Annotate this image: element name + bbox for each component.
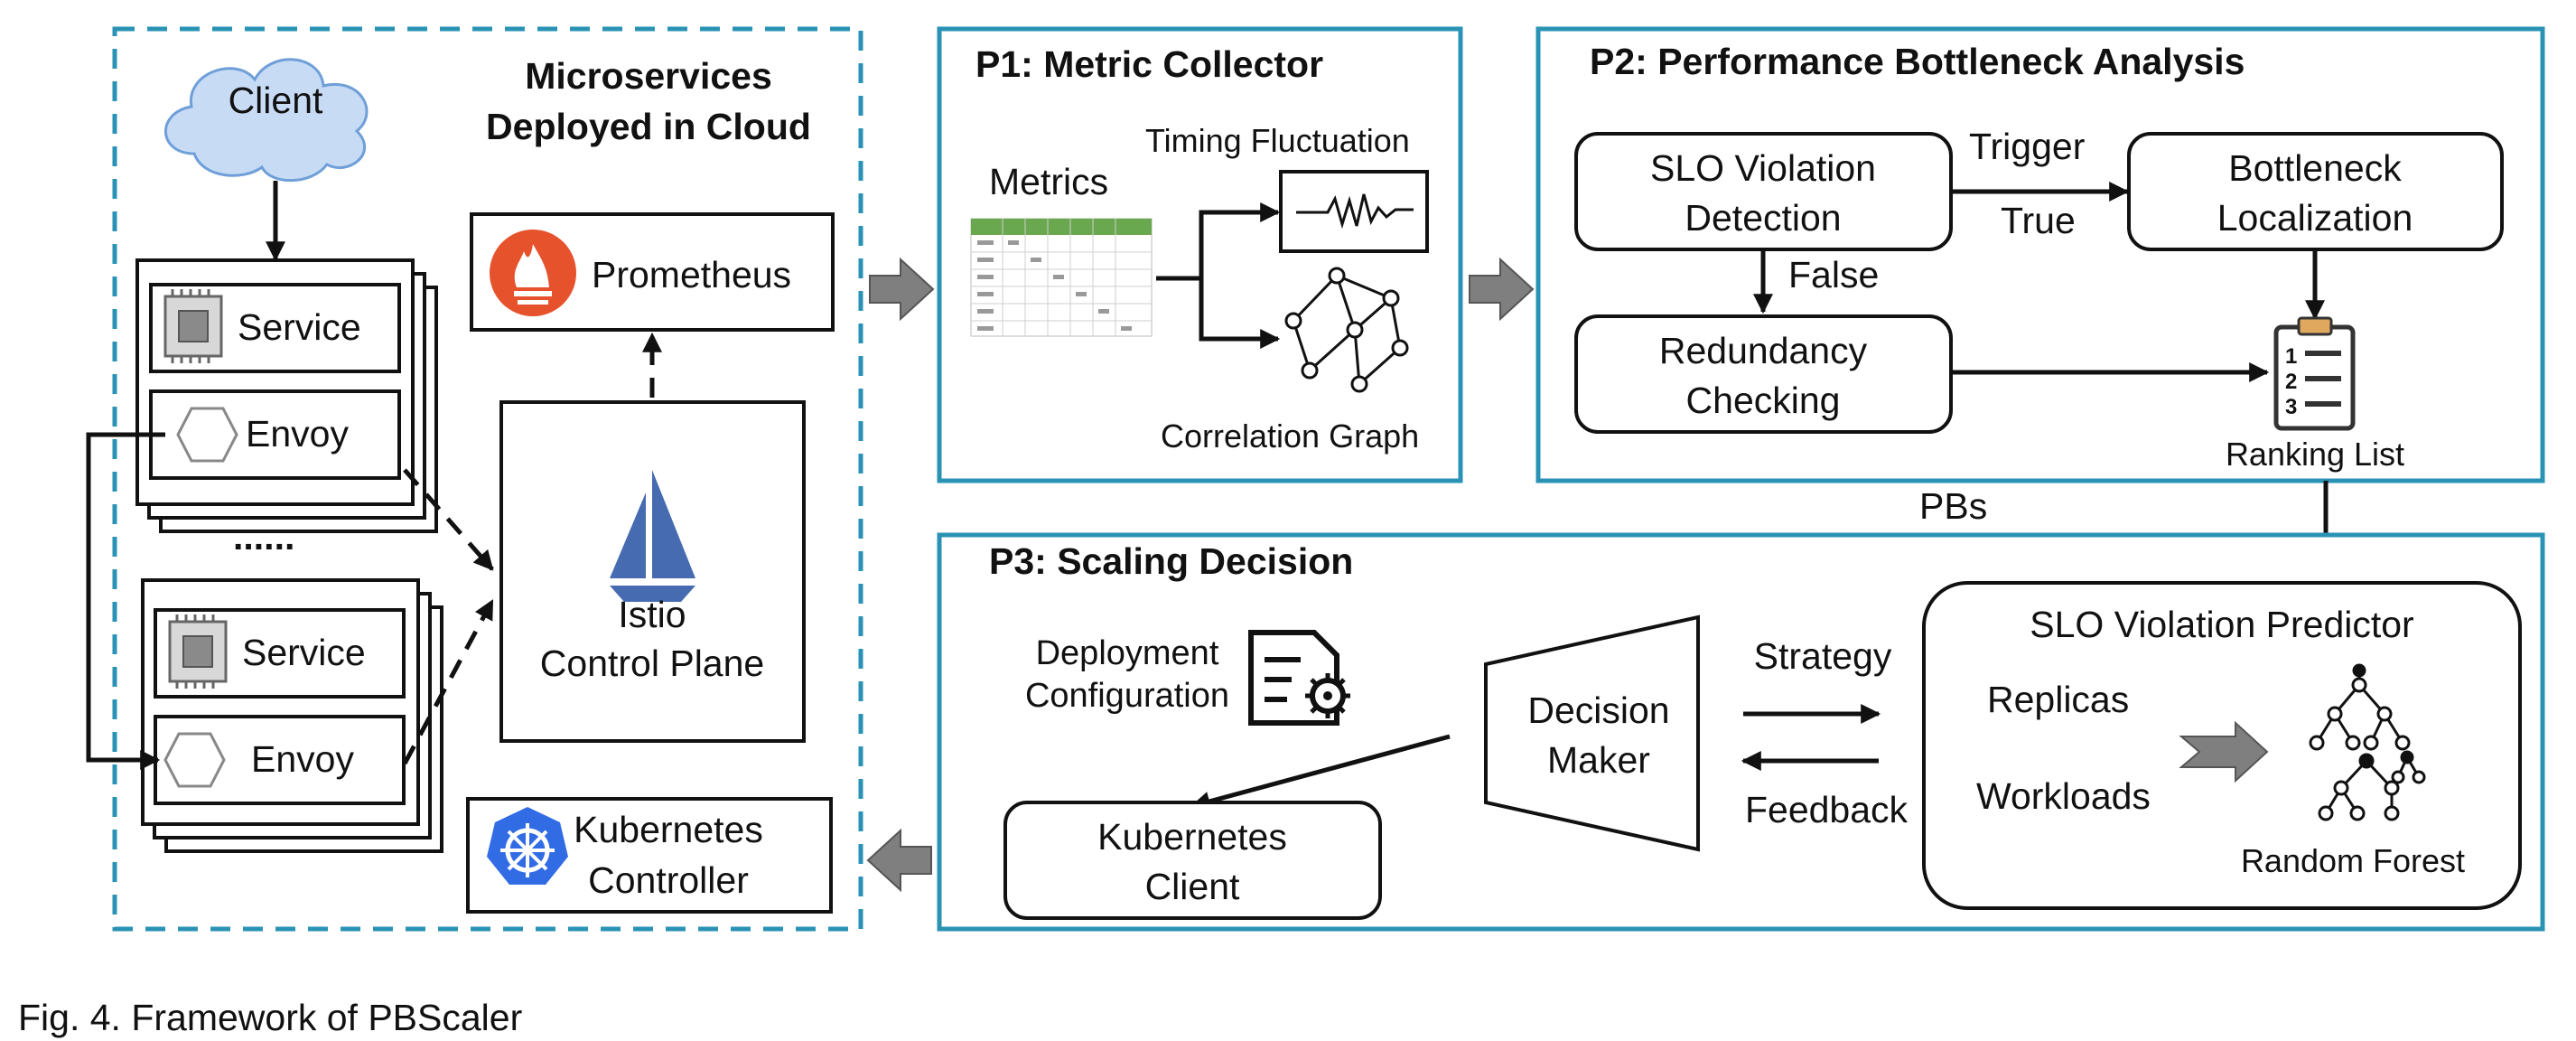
decision-label-2: Maker [1547,739,1650,781]
cloud-to-p1-arrow [869,257,935,322]
cpu-chip-icon [163,289,223,363]
ellipsis: ...... [233,516,294,558]
hexagon-icon [163,732,226,788]
k8s-client-label-2: Client [1145,866,1240,907]
cpu-chip-icon [168,614,228,689]
slo-detection-label-1: SLO Violation [1650,147,1876,189]
trigger-label: Trigger [1969,126,2085,167]
envoy-label-1: Envoy [246,413,349,455]
p3-title: P3: Scaling Decision [989,540,1353,582]
cloud-panel-title-1: Microservices [525,55,772,97]
predictor-title: SLO Violation Predictor [2030,604,2413,645]
decision-maker-box [1484,614,1700,852]
p2-title: P2: Performance Bottleneck Analysis [1590,41,2245,82]
deployment-label-2: Configuration [1025,677,1229,715]
feedback-label: Feedback [1745,789,1909,830]
bottleneck-label-1: Bottleneck [2228,147,2402,189]
deployment-label-1: Deployment [1036,634,1219,672]
ranking-label: Ranking List [2226,436,2404,473]
predictor-gray-arrow [2179,720,2269,783]
tree-icon [2309,663,2426,821]
graph-icon [1284,267,1409,393]
k8s-controller-label-1: Kubernetes [574,809,763,850]
redundancy-label-1: Redundancy [1659,330,1868,371]
waveform-icon [1296,193,1414,230]
clipboard-list-icon: 1 2 3 [2273,316,2356,431]
strategy-label: Strategy [1754,635,1892,677]
istio-label-1: Istio [618,594,686,635]
cloud-icon [164,58,369,183]
hexagon-icon [176,407,238,463]
prometheus-icon [490,230,576,316]
envoy1-to-istio [403,468,494,571]
envoy-link-arrow [86,432,165,770]
metrics-table-icon [970,218,1153,337]
ranking-item-2: 2 [2285,370,2297,394]
ranking-item-3: 3 [2285,395,2297,419]
metrics-label: Metrics [989,161,1108,202]
cloud-panel-title-2: Deployed in Cloud [486,106,811,147]
random-forest-label: Random Forest [2241,842,2465,879]
decision-label-1: Decision [1527,689,1669,731]
metrics-branch-up [1156,202,1281,281]
service-label-2: Service [242,632,366,673]
config-document-icon [1248,630,1350,726]
cloud-panel [112,26,863,932]
false-label: False [1788,254,1879,295]
slo-detection-label-2: Detection [1685,197,1841,239]
workloads-label: Workloads [1976,775,2151,817]
p1-title: P1: Metric Collector [975,43,1323,85]
redundancy-label-2: Checking [1686,380,1841,421]
true-label: True [2001,200,2076,241]
timing-label: Timing Fluctuation [1145,122,1410,159]
istio-sail-icon [610,470,695,602]
istio-label-2: Control Plane [540,642,764,684]
k8s-controller-label-2: Controller [588,859,749,901]
k8s-client-label-1: Kubernetes [1097,816,1287,858]
prometheus-label: Prometheus [592,254,791,295]
k8s-client-box [1003,801,1382,920]
envoy-label-2: Envoy [251,738,354,780]
decision-to-client-arrow [1190,734,1451,811]
client-label: Client [229,80,323,121]
p1-to-p2-arrow [1469,257,1535,322]
p3-to-cloud-arrow [866,828,932,893]
service-label-1: Service [238,306,361,348]
metrics-branch-down [1199,278,1281,349]
bottleneck-label-2: Localization [2217,197,2413,239]
correlation-label: Correlation Graph [1161,417,1419,455]
kubernetes-icon [487,807,568,885]
replicas-label: Replicas [1987,679,2129,720]
ranking-item-1: 1 [2285,344,2297,369]
pbs-label: PBs [1919,485,1987,527]
figure-caption: Fig. 4. Framework of PBScaler [18,997,522,1038]
